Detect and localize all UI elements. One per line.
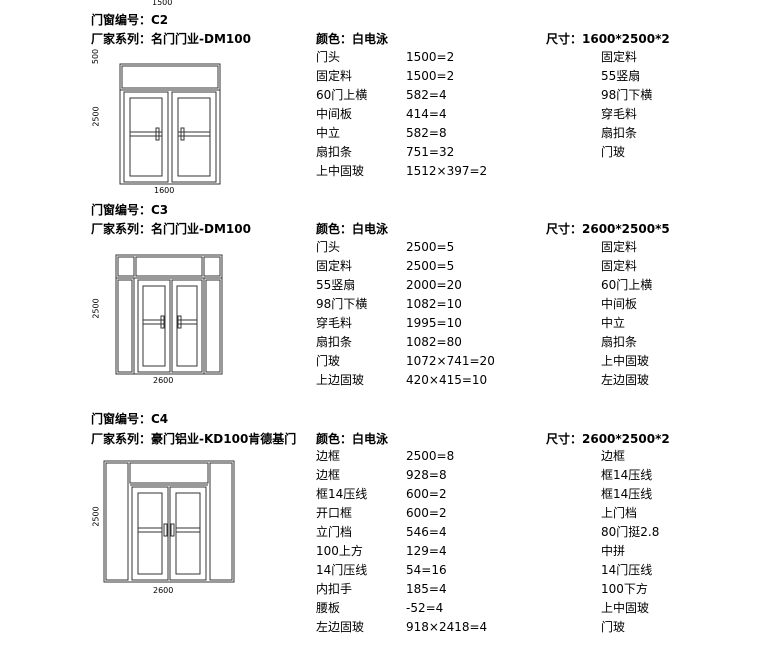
material-name: 中间板: [316, 107, 353, 121]
material-extra: 扇扣条: [601, 126, 638, 140]
material-value: 185=4: [406, 582, 447, 596]
material-value: 2500=5: [406, 259, 455, 273]
material-name: 门头: [316, 50, 341, 64]
window-code: 门窗编号：C3: [91, 203, 169, 217]
material-name: 穿毛料: [316, 316, 353, 330]
material-value: 751=32: [406, 145, 455, 159]
material-extra: 中拼: [601, 544, 626, 558]
material-extra: 中间板: [601, 297, 638, 311]
color-label: 颜色：白电泳: [316, 32, 389, 46]
material-name: 内扣手: [316, 582, 353, 596]
color-label: 颜色：白电泳: [316, 432, 389, 446]
material-value: 582=8: [406, 126, 447, 140]
material-extra: 扇扣条: [601, 335, 638, 349]
material-extra: 固定料: [601, 240, 638, 254]
material-value: 1995=10: [406, 316, 462, 330]
material-extra: 边框: [601, 449, 626, 463]
material-extra: 门玻: [601, 620, 626, 634]
material-name: 固定料: [316, 259, 353, 273]
material-value: 1500=2: [406, 69, 455, 83]
material-name: 开口框: [316, 506, 353, 520]
material-extra: 门玻: [601, 145, 626, 159]
dim-width: 1600: [154, 186, 175, 195]
material-extra: 14门压线: [601, 563, 653, 577]
top-dimension: 1500: [152, 0, 173, 7]
size-label: 尺寸：1600*2500*2: [546, 32, 670, 46]
material-value: 1082=80: [406, 335, 462, 349]
material-name: 55竖扇: [316, 278, 356, 292]
material-name: 14门压线: [316, 563, 368, 577]
material-value: 1072×741=20: [406, 354, 495, 368]
material-extra: 55竖扇: [601, 69, 641, 83]
material-value: 420×415=10: [406, 373, 488, 387]
material-name: 固定料: [316, 69, 353, 83]
window-code: 门窗编号：C2: [91, 13, 169, 27]
series-label: 厂家系列：名门门业-DM100: [91, 222, 251, 236]
material-value: -52=4: [406, 601, 444, 615]
material-name: 100上方: [316, 544, 363, 558]
size-label: 尺寸：2600*2500*2: [546, 432, 670, 446]
material-name: 上中固玻: [316, 164, 365, 178]
material-extra: 上中固玻: [601, 601, 650, 615]
material-value: 129=4: [406, 544, 447, 558]
material-value: 2000=20: [406, 278, 462, 292]
material-value: 546=4: [406, 525, 447, 539]
material-value: 928=8: [406, 468, 447, 482]
material-value: 54=16: [406, 563, 447, 577]
series-label: 厂家系列：名门门业-DM100: [91, 32, 251, 46]
window-code: 门窗编号：C4: [91, 412, 169, 426]
material-name: 腰板: [316, 601, 341, 615]
material-value: 918×2418=4: [406, 620, 488, 634]
material-name: 边框: [316, 449, 341, 463]
material-name: 60门上横: [316, 88, 368, 102]
material-extra: 穿毛料: [601, 107, 638, 121]
dim-width: 2600: [153, 586, 174, 595]
size-label: 尺寸：2600*2500*5: [546, 222, 670, 236]
material-name: 门头: [316, 240, 341, 254]
material-name: 框14压线: [316, 487, 368, 501]
material-extra: 上中固玻: [601, 354, 650, 368]
material-value: 582=4: [406, 88, 447, 102]
material-name: 扇扣条: [316, 145, 353, 159]
series-label: 厂家系列：豪门铝业-KD100肯德基门: [91, 432, 297, 446]
material-name: 中立: [316, 126, 341, 140]
material-name: 左边固玻: [316, 620, 365, 634]
material-extra: 中立: [601, 316, 626, 330]
dim-width: 2600: [153, 376, 174, 385]
material-name: 98门下横: [316, 297, 368, 311]
material-extra: 100下方: [601, 582, 648, 596]
material-value: 600=2: [406, 487, 447, 501]
material-extra: 60门上横: [601, 278, 653, 292]
material-name: 上边固玻: [316, 373, 365, 387]
material-value: 600=2: [406, 506, 447, 520]
material-extra: 框14压线: [601, 468, 653, 482]
material-extra: 左边固玻: [601, 373, 650, 387]
material-name: 门玻: [316, 354, 341, 368]
material-extra: 80门挺2.8: [601, 525, 660, 539]
color-label: 颜色：白电泳: [316, 222, 389, 236]
material-value: 1500=2: [406, 50, 455, 64]
material-extra: 固定料: [601, 50, 638, 64]
material-extra: 上门档: [601, 506, 638, 520]
material-name: 边框: [316, 468, 341, 482]
material-value: 2500=5: [406, 240, 455, 254]
material-extra: 框14压线: [601, 487, 653, 501]
material-extra: 98门下横: [601, 88, 653, 102]
material-value: 1512×397=2: [406, 164, 488, 178]
material-value: 1082=10: [406, 297, 462, 311]
material-name: 扇扣条: [316, 335, 353, 349]
material-name: 立门档: [316, 525, 353, 539]
material-value: 414=4: [406, 107, 447, 121]
material-extra: 固定料: [601, 259, 638, 273]
material-value: 2500=8: [406, 449, 455, 463]
